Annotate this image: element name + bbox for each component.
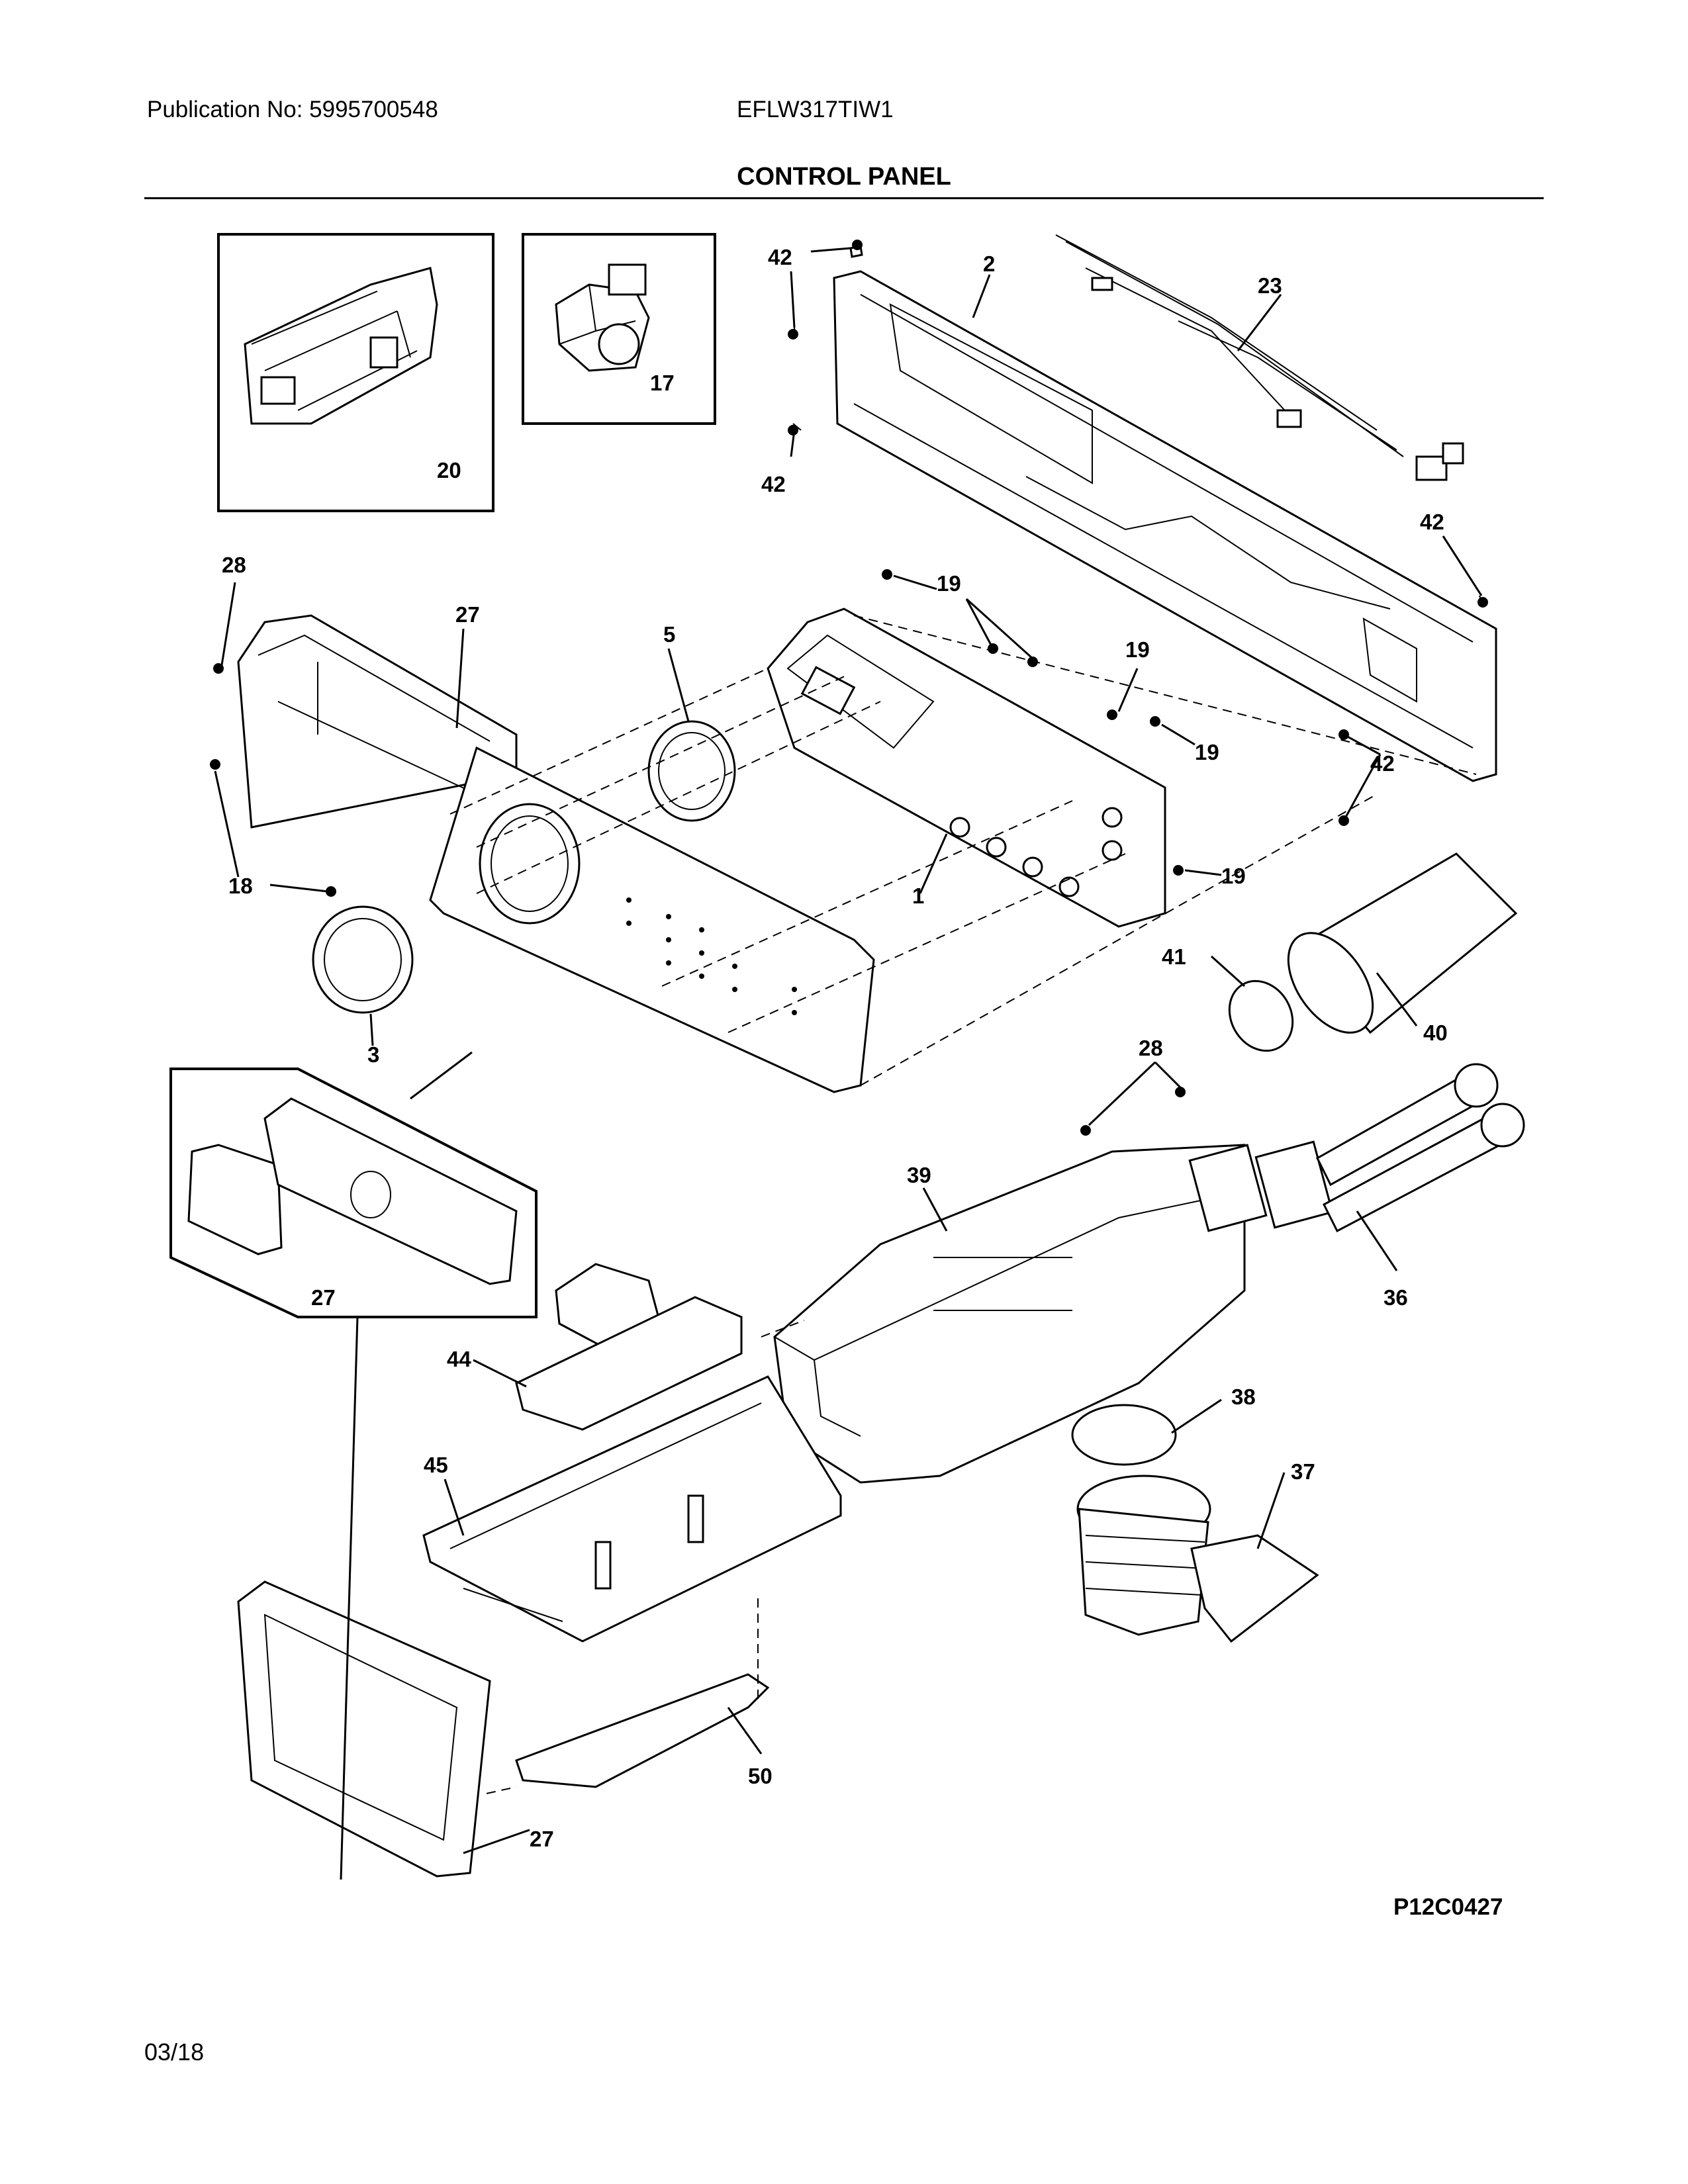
user-interface-board	[767, 608, 1166, 928]
callout-42-right: 42	[1420, 510, 1444, 534]
callout-19-right: 19	[1195, 740, 1219, 764]
leader-lines	[214, 247, 1483, 1880]
callout-1: 1	[912, 884, 924, 908]
callout-38: 38	[1231, 1385, 1256, 1409]
callout-18: 18	[228, 874, 253, 898]
screw-28-left	[213, 663, 224, 674]
callouts: 20 17 42 2 23 42 42 42 28 27 5 19 19 19 …	[222, 245, 1448, 1851]
screw-42-lower-left	[788, 423, 802, 435]
screw-19-c	[1027, 657, 1038, 667]
callout-23: 23	[1258, 273, 1282, 298]
callout-3: 3	[367, 1042, 379, 1067]
screw-42-top	[849, 240, 863, 258]
callout-45: 45	[424, 1453, 448, 1477]
callout-19-bottom: 19	[1221, 864, 1246, 888]
screw-18-upper	[210, 759, 220, 770]
callout-27-inset: 27	[311, 1285, 336, 1310]
control-panel-bracket	[833, 270, 1497, 782]
model-number: EFLW317TIW1	[737, 97, 894, 122]
callout-28-left: 28	[222, 553, 246, 577]
o-ring	[1228, 979, 1294, 1052]
screw-18-lower	[326, 886, 336, 897]
callout-27-frame: 27	[455, 602, 480, 627]
callout-50: 50	[748, 1764, 773, 1788]
screw-19-e	[1150, 716, 1160, 727]
callout-17: 17	[650, 371, 675, 395]
knob-trim-ring	[312, 905, 414, 1014]
callout-19-top: 19	[937, 571, 961, 596]
drawer-handle	[237, 1580, 491, 1878]
knob-ring	[647, 720, 736, 822]
callout-5: 5	[663, 622, 675, 647]
figure-id: P12C0427	[1393, 1894, 1503, 1920]
callout-40: 40	[1423, 1021, 1448, 1045]
page-title: CONTROL PANEL	[737, 163, 951, 191]
callout-44: 44	[447, 1347, 471, 1371]
screw-19-a	[882, 569, 892, 580]
callout-42-top: 42	[768, 245, 792, 269]
callout-41: 41	[1162, 944, 1186, 969]
wire-harness	[1055, 234, 1464, 481]
dispenser-housing	[773, 1144, 1246, 1484]
callout-2: 2	[983, 251, 995, 276]
callout-27-handle: 27	[530, 1827, 554, 1851]
dispenser-bellows	[1076, 1475, 1319, 1643]
screw-19-f	[1173, 865, 1184, 876]
screw-42-right	[1477, 595, 1488, 608]
dispenser-clamp	[1071, 1404, 1177, 1466]
callout-42-left: 42	[761, 472, 786, 496]
inset-box-main-control-board	[217, 233, 494, 512]
callout-19-mid: 19	[1125, 637, 1150, 662]
callout-36: 36	[1383, 1285, 1408, 1310]
callout-39: 39	[907, 1163, 931, 1187]
inlet-valve-assembly	[1188, 1063, 1525, 1233]
screw-28-right-a	[1080, 1125, 1091, 1136]
detergent-cup	[515, 1263, 743, 1431]
callout-28-right: 28	[1139, 1036, 1163, 1060]
title-rule	[144, 197, 1544, 199]
button-dots	[626, 897, 797, 1015]
revision-date: 03/18	[144, 2038, 205, 2066]
publication-number: Publication No: 5995700548	[147, 97, 438, 122]
inset-box-console-assembly	[169, 1068, 538, 1318]
callout-37: 37	[1291, 1459, 1315, 1484]
screw-42-upper-left	[788, 327, 798, 340]
drawer-baffle	[515, 1673, 770, 1788]
filter-sleeve	[1287, 852, 1518, 1034]
assembly-guides	[449, 615, 1477, 1794]
control-panel-frame	[237, 614, 518, 829]
callout-20: 20	[437, 458, 461, 482]
dispenser-drawer	[422, 1375, 842, 1643]
inset-box-relay	[522, 233, 716, 425]
screw-28-right-b	[1175, 1087, 1186, 1097]
screw-19-d	[1107, 709, 1117, 720]
callout-42-lower-right: 42	[1370, 751, 1395, 776]
